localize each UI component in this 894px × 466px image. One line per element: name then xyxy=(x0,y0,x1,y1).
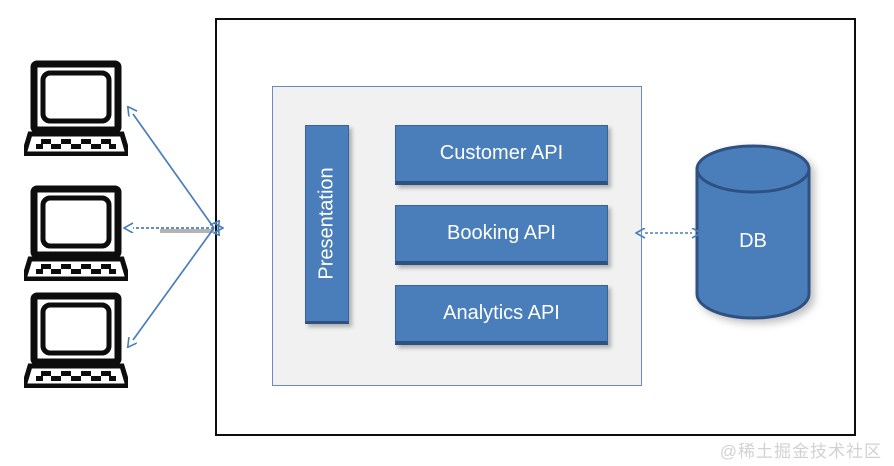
booking-api-label: Booking API xyxy=(447,222,556,244)
computer-icon xyxy=(24,292,128,388)
analytics-api-label: Analytics API xyxy=(443,302,560,324)
client-bottom-connection xyxy=(133,228,214,340)
database-cylinder[interactable] xyxy=(694,143,812,320)
customer-api-label: Customer API xyxy=(439,142,564,164)
client-top-connection xyxy=(133,114,214,228)
analytics-api-box[interactable]: Analytics API xyxy=(395,285,608,345)
booking-api-box[interactable]: Booking API xyxy=(395,205,608,265)
presentation-label: Presentation xyxy=(315,167,338,280)
client-computer-top[interactable] xyxy=(24,60,128,156)
presentation-layer-box[interactable]: Presentation xyxy=(305,125,349,324)
watermark-text: @稀土掘金技术社区 xyxy=(719,442,882,461)
client-computer-middle[interactable] xyxy=(24,185,128,281)
client-middle-connection xyxy=(133,228,214,233)
client-computer-bottom[interactable] xyxy=(24,292,128,388)
computer-icon xyxy=(24,60,128,156)
customer-api-box[interactable]: Customer API xyxy=(395,125,608,185)
computer-icon xyxy=(24,185,128,281)
